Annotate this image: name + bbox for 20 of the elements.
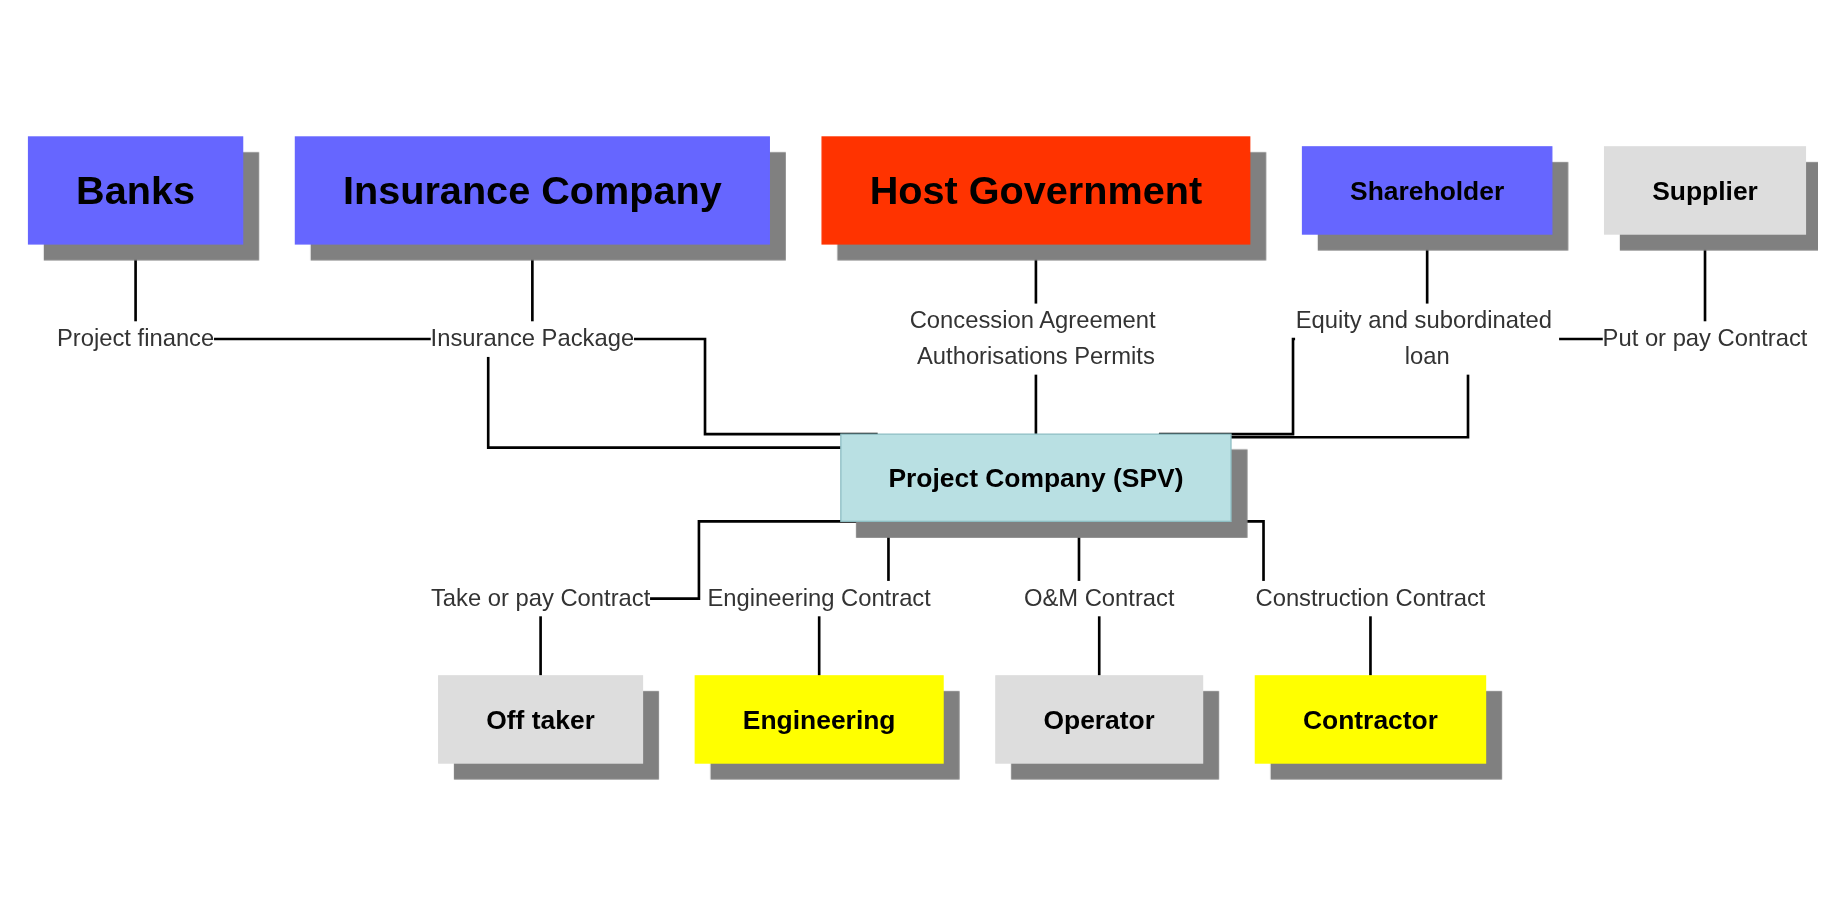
edge-label: Project finance: [56, 325, 214, 352]
node-box: Operator: [994, 675, 1203, 764]
edge-label: Construction Contract: [1255, 584, 1485, 612]
node-box: Contractor: [1254, 675, 1486, 764]
connector: [133, 242, 841, 449]
edge-label: Insurance Package: [430, 325, 634, 352]
node-box: Banks: [27, 136, 243, 245]
edge-label: Equity and subordinated loan: [1295, 307, 1552, 370]
edge-label: Put or pay Contract: [1602, 325, 1807, 352]
edge-label: O&M Contract: [1023, 584, 1175, 612]
node-box: Project Company (SPV): [839, 433, 1232, 522]
edge-label: Concession Agreement Authorisations Permits: [909, 307, 1156, 370]
node-box: Host Government: [820, 136, 1250, 245]
edge-label: Engineering Contract: [707, 584, 931, 612]
node-box: Off taker: [437, 675, 643, 764]
node-box: Insurance Company: [294, 136, 770, 245]
node-box: Engineering: [694, 675, 944, 764]
edge-label: Take or pay Contract: [430, 584, 650, 612]
node-box: Shareholder: [1301, 146, 1552, 235]
node-box: Supplier: [1603, 146, 1806, 235]
